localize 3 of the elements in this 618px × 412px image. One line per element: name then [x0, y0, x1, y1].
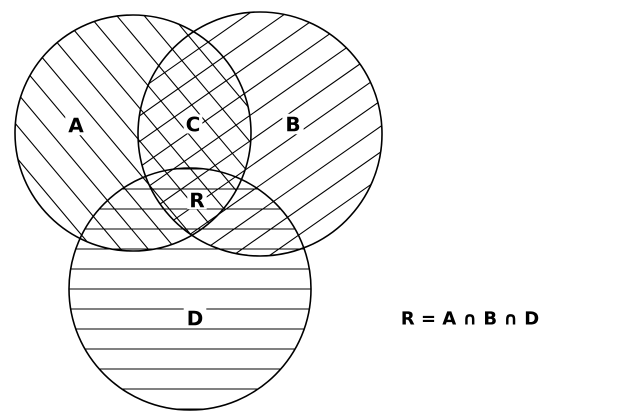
formula: R = A ∩ B ∩ D: [402, 311, 538, 325]
region-label: C: [184, 114, 202, 134]
region-label: R: [187, 190, 207, 210]
